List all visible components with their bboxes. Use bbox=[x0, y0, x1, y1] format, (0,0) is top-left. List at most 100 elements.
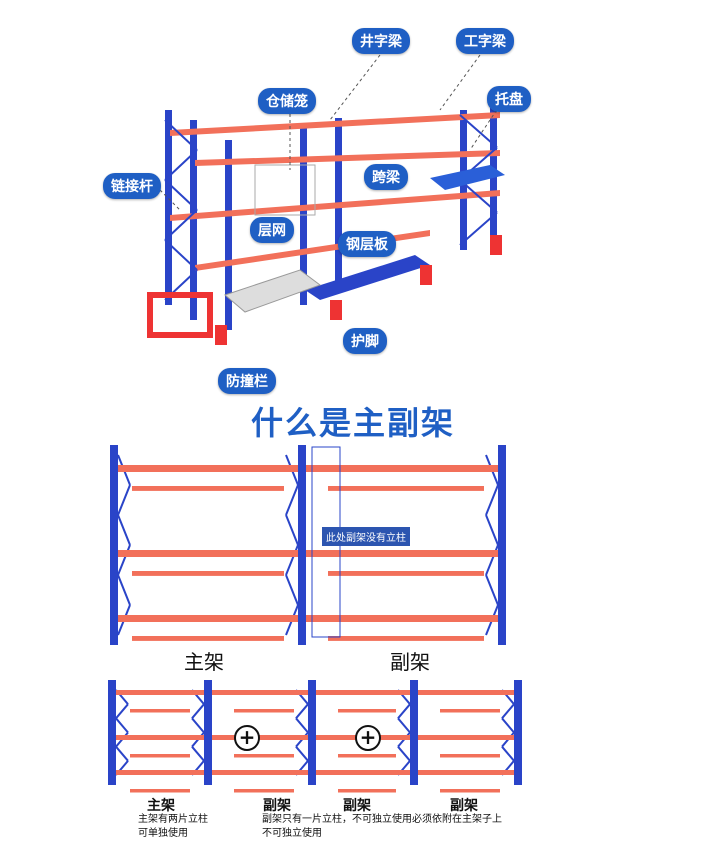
brace bbox=[501, 703, 515, 719]
beam bbox=[338, 709, 396, 713]
foot-guard bbox=[215, 325, 227, 345]
brace bbox=[117, 484, 131, 516]
upright bbox=[298, 445, 306, 645]
brace bbox=[164, 239, 198, 271]
beam bbox=[116, 690, 204, 695]
beam bbox=[338, 754, 396, 758]
beam bbox=[116, 735, 204, 740]
upright bbox=[204, 680, 212, 785]
upright bbox=[514, 680, 522, 785]
beam bbox=[118, 465, 298, 472]
foot-guard bbox=[490, 235, 502, 255]
sub-desc: 副架只有一片立柱，不可独立使用必须依附在主架子上不可独立使用 bbox=[262, 813, 502, 841]
callout-lianjiegan: 链接杆 bbox=[103, 173, 161, 199]
main-frame-label: 主架 bbox=[184, 650, 224, 674]
sub-frame-label: 副架 bbox=[390, 650, 430, 674]
brace bbox=[501, 717, 515, 734]
brace bbox=[285, 484, 299, 516]
callout-hujiao: 护脚 bbox=[343, 328, 387, 354]
main-desc-line: 可单独使用 bbox=[138, 828, 188, 839]
guard-rail bbox=[147, 292, 213, 338]
brace bbox=[459, 211, 498, 246]
beam bbox=[316, 690, 410, 695]
callout-jingziliang: 井字梁 bbox=[352, 28, 410, 54]
beam bbox=[328, 571, 484, 576]
beam bbox=[170, 190, 500, 221]
beam bbox=[118, 550, 298, 557]
beam bbox=[195, 150, 500, 166]
upright bbox=[498, 445, 506, 645]
brace bbox=[485, 574, 499, 606]
callout-gongziliang: 工字梁 bbox=[456, 28, 514, 54]
beam bbox=[212, 690, 308, 695]
brace bbox=[117, 514, 131, 546]
upright bbox=[165, 110, 172, 305]
brace bbox=[485, 544, 499, 576]
beam bbox=[440, 709, 500, 713]
beam bbox=[440, 754, 500, 758]
beam bbox=[234, 789, 294, 793]
beam bbox=[418, 735, 514, 740]
foot-guard bbox=[420, 265, 432, 285]
callout-kualiang: 跨梁 bbox=[364, 164, 408, 190]
upright bbox=[225, 140, 232, 330]
main-desc: 主架有两片立柱可单独使用 bbox=[138, 813, 208, 841]
brace bbox=[285, 544, 299, 576]
plus-icon: + bbox=[355, 725, 381, 751]
sub-desc-line: 副架只有一片立柱，不可独立使用必须依附在主架子上 bbox=[262, 814, 502, 825]
brace bbox=[459, 114, 498, 149]
bottom-label-sub: 副架 bbox=[450, 798, 478, 814]
upright bbox=[108, 680, 116, 785]
brace bbox=[115, 703, 129, 719]
callout-tuopan: 托盘 bbox=[487, 86, 531, 112]
section-title: 什么是主副架 bbox=[250, 404, 455, 442]
beam bbox=[316, 770, 410, 775]
brace bbox=[117, 574, 131, 606]
beam bbox=[212, 770, 308, 775]
beam bbox=[440, 789, 500, 793]
bottom-label-main: 主架 bbox=[147, 798, 175, 814]
brace bbox=[285, 574, 299, 606]
brace bbox=[295, 703, 309, 719]
upright bbox=[308, 680, 316, 785]
upright bbox=[190, 120, 197, 320]
brace bbox=[191, 717, 205, 734]
brace bbox=[295, 717, 309, 734]
sub-frame-note: 此处副架没有立柱 bbox=[322, 527, 410, 546]
beam bbox=[132, 486, 284, 491]
brace bbox=[164, 149, 198, 181]
brace bbox=[117, 544, 131, 576]
beam bbox=[306, 550, 498, 557]
callout-line bbox=[159, 189, 181, 211]
bottom-label-sub: 副架 bbox=[343, 798, 371, 814]
beam bbox=[234, 709, 294, 713]
brace bbox=[501, 746, 515, 762]
beam bbox=[338, 789, 396, 793]
sub-desc-line: 不可独立使用 bbox=[262, 828, 322, 839]
brace bbox=[164, 209, 198, 241]
beam bbox=[212, 735, 308, 740]
wire-mesh bbox=[224, 269, 322, 313]
brace bbox=[459, 179, 498, 214]
plus-icon: + bbox=[234, 725, 260, 751]
beam bbox=[328, 636, 484, 641]
steel-deck bbox=[305, 255, 430, 300]
callout-gangcengban: 钢层板 bbox=[338, 231, 396, 257]
brace bbox=[191, 703, 205, 719]
callout-cangchulong: 仓储笼 bbox=[258, 88, 316, 114]
brace bbox=[191, 746, 205, 762]
beam bbox=[418, 690, 514, 695]
brace bbox=[485, 514, 499, 546]
brace bbox=[295, 746, 309, 762]
pallet bbox=[430, 165, 505, 190]
beam bbox=[118, 615, 298, 622]
brace bbox=[285, 514, 299, 546]
beam bbox=[132, 636, 284, 641]
brace bbox=[164, 119, 198, 151]
beam bbox=[130, 709, 190, 713]
brace bbox=[397, 746, 411, 762]
callout-line bbox=[329, 54, 381, 121]
storage-cage bbox=[254, 164, 316, 216]
bottom-label-sub: 副架 bbox=[263, 798, 291, 814]
